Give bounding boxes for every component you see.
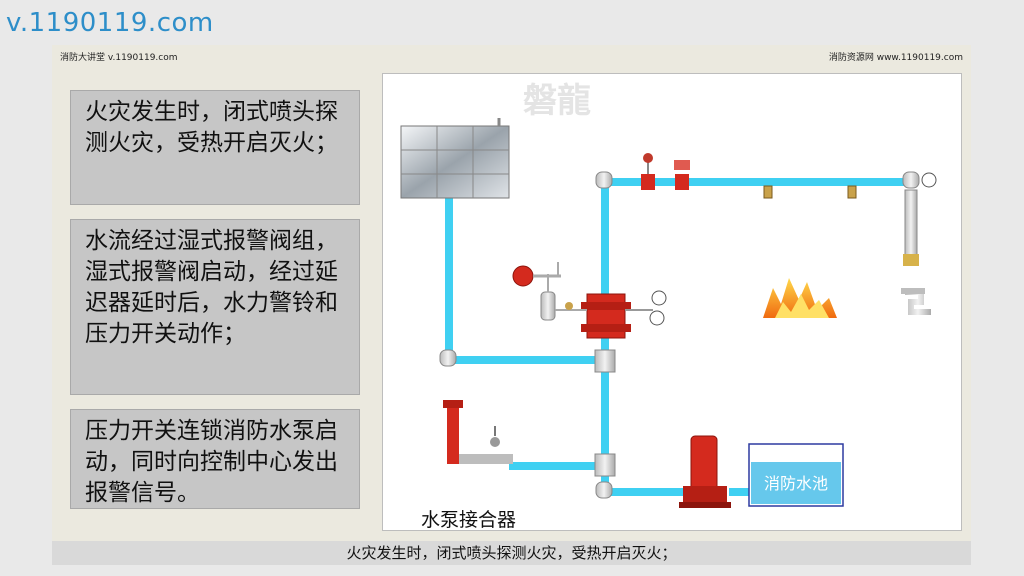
pool-water bbox=[751, 462, 841, 504]
sprinkler-heads bbox=[763, 185, 857, 199]
water-flow-indicator bbox=[674, 160, 690, 190]
slide: 消防大讲堂 v.1190119.com 消防资源网 www.1190119.co… bbox=[52, 45, 971, 565]
pipe-fittings bbox=[439, 171, 920, 499]
fire-department-connection-label: 水泵接合器 bbox=[421, 509, 516, 530]
fire-pump bbox=[679, 435, 731, 508]
signal-gate-valve bbox=[641, 153, 655, 190]
end-test-device bbox=[901, 172, 937, 315]
step-text-3: 压力开关连锁消防水泵启动，同时向控制中心发出报警信号。 bbox=[85, 418, 338, 506]
step-text-2: 水流经过湿式报警阀组，湿式报警阀启动，经过延迟器延时后，水力警铃和压力开关动作； bbox=[85, 228, 338, 347]
fire-department-connection bbox=[443, 400, 513, 464]
system-diagram-panel: 磐龍 bbox=[382, 73, 962, 531]
fire-water-pool-label: 消防水池 bbox=[764, 474, 828, 493]
step-text-1: 火灾发生时，闭式喷头探测火灾，受热开启灭火； bbox=[85, 99, 338, 156]
header-right-text: 消防资源网 www.1190119.com bbox=[828, 53, 963, 63]
wet-alarm-valve bbox=[581, 290, 667, 339]
step-box-3: 压力开关连锁消防水泵启动，同时向控制中心发出报警信号。 bbox=[70, 409, 360, 509]
step-box-1: 火灾发生时，闭式喷头探测火灾，受热开启灭火； bbox=[70, 90, 360, 205]
step-box-2: 水流经过湿式报警阀组，湿式报警阀启动，经过延迟器延时后，水力警铃和压力开关动作； bbox=[70, 219, 360, 395]
brand-watermark: 磐龍 bbox=[523, 81, 591, 121]
retard-chamber bbox=[540, 274, 587, 321]
water-motor-alarm-bell bbox=[512, 262, 561, 287]
header-left-text: 消防大讲堂 v.1190119.com bbox=[60, 53, 178, 63]
sprinkler-system-diagram: 磐龍 bbox=[400, 81, 937, 531]
water-tank bbox=[400, 118, 510, 199]
site-watermark: v.1190119.com bbox=[6, 8, 214, 38]
caption-bar: 火灾发生时，闭式喷头探测火灾，受热开启灭火； bbox=[52, 541, 971, 565]
fire-flames bbox=[763, 278, 837, 318]
